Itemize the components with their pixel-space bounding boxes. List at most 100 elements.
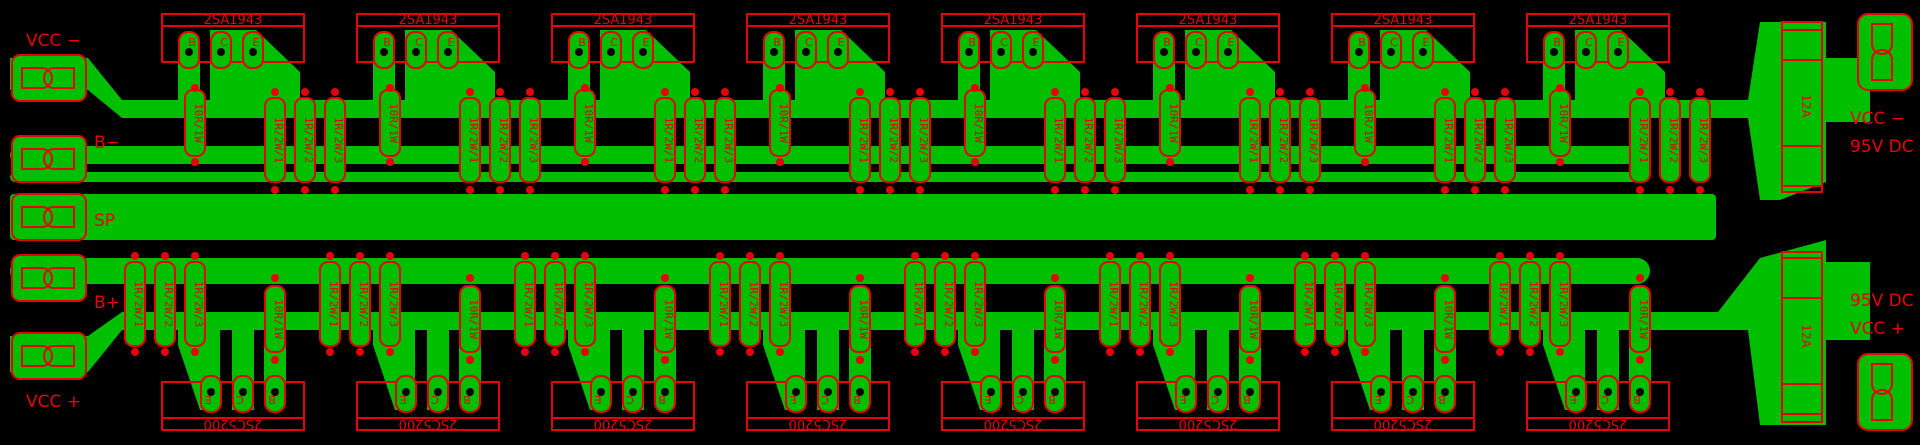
bottom-base-resistor [1434, 285, 1456, 353]
top-transistor-outline [1331, 13, 1475, 63]
bottom-emitter-resistor [904, 261, 926, 347]
bottom-pin-label: B [658, 393, 666, 406]
bottom-resistor-lead [1496, 252, 1504, 260]
top-resistor-lead [1501, 88, 1509, 96]
top-transistor-name: 2SA1943 [1569, 13, 1628, 28]
top-pin-drill [965, 48, 973, 56]
top-resistor-lead [1051, 186, 1059, 194]
bottom-resistor-lead [971, 348, 979, 356]
top-resistor-lead [526, 186, 534, 194]
bottom-resistor-lead [386, 348, 394, 356]
bottom-emitter-resistor [1294, 261, 1316, 347]
top-emitter-resistor-label: 1R/2W/2 [1472, 117, 1485, 163]
top-resistor-lead [1636, 186, 1644, 194]
top-pin-label: C [610, 36, 618, 49]
bottom-resistor-lead [131, 252, 139, 260]
bottom-base-lead [1441, 356, 1449, 364]
top-base-lead [1166, 84, 1174, 92]
top-pin-drill [1224, 48, 1232, 56]
top-emitter-resistor [879, 97, 901, 183]
top-resistor-lead [1246, 88, 1254, 96]
top-emitter-resistor-label: 1R/2W/1 [467, 117, 480, 163]
top-base-lead [971, 158, 979, 166]
top-resistor-lead [1636, 88, 1644, 96]
top-base-resistor-label: 10R/1W [387, 103, 400, 143]
bottom-pin-drill [1019, 388, 1027, 396]
bottom-emitter-resistor-label: 1R/2W/3 [1167, 281, 1180, 327]
top-pin-label: B [188, 36, 196, 49]
fuse-top [1781, 21, 1823, 193]
bottom-pin-drill [792, 388, 800, 396]
terminal-vcc-minus [11, 54, 87, 102]
bottom-pin-label: C [1016, 393, 1024, 406]
top-pin-label: B [1358, 36, 1366, 49]
bottom-base-lead [1246, 356, 1254, 364]
top-pin-drill [1582, 48, 1590, 56]
bottom-pin-drill [1409, 388, 1417, 396]
bottom-emitter-resistor [1549, 261, 1571, 347]
top-transistor-outline [1526, 13, 1670, 63]
bottom-pin-label: E [789, 393, 796, 406]
top-resistor-lead [856, 186, 864, 194]
top-emitter-resistor [1104, 97, 1126, 183]
bottom-emitter-resistor [1159, 261, 1181, 347]
bottom-emitter-resistor-label: 1R/2W/2 [162, 281, 175, 327]
bottom-pin-label: B [1438, 393, 1446, 406]
top-resistor-lead [1276, 186, 1284, 194]
bottom-base-resistor [264, 285, 286, 353]
bottom-pin-label: B [1633, 393, 1641, 406]
bottom-pin-drill [987, 388, 995, 396]
label-b-minus: B− [94, 133, 120, 153]
top-emitter-resistor [1074, 97, 1096, 183]
bottom-resistor-lead [911, 348, 919, 356]
bottom-emitter-resistor-label: 1R/2W/2 [1137, 281, 1150, 327]
top-pin-drill [412, 48, 420, 56]
bottom-emitter-resistor [1099, 261, 1121, 347]
bottom-base-lead [1441, 274, 1449, 282]
top-pin-label: C [220, 36, 228, 49]
bottom-pin-label: C [236, 393, 244, 406]
bottom-resistor-lead [551, 252, 559, 260]
bottom-resistor-lead [326, 348, 334, 356]
label-fuse-bottom: 12A [1799, 324, 1813, 348]
bottom-resistor-lead [1556, 348, 1564, 356]
bottom-pin-drill [597, 388, 605, 396]
bottom-transistor-name: 2SC5200 [1179, 416, 1238, 431]
top-emitter-resistor [1689, 97, 1711, 183]
bottom-base-lead [466, 274, 474, 282]
top-pin-label: C [1390, 36, 1398, 49]
top-resistor-lead [916, 88, 924, 96]
top-emitter-resistor-label: 1R/2W/3 [332, 117, 345, 163]
top-resistor-lead [661, 88, 669, 96]
bottom-emitter-resistor [379, 261, 401, 347]
top-resistor-lead [1696, 88, 1704, 96]
bottom-emitter-resistor-label: 1R/2W/2 [942, 281, 955, 327]
bottom-resistor-lead [386, 252, 394, 260]
bottom-base-resistor [459, 285, 481, 353]
bottom-pin-drill [1182, 388, 1190, 396]
top-pin-drill [802, 48, 810, 56]
bottom-pin-label: E [1179, 393, 1186, 406]
bottom-emitter-resistor-label: 1R/2W/2 [1332, 281, 1345, 327]
bottom-pin-drill [1051, 388, 1059, 396]
top-base-resistor-label: 10R/1W [192, 103, 205, 143]
top-emitter-resistor [1299, 97, 1321, 183]
bottom-resistor-lead [1136, 348, 1144, 356]
top-pin-drill [575, 48, 583, 56]
bottom-emitter-resistor-label: 1R/2W/1 [132, 281, 145, 327]
top-pin-drill [380, 48, 388, 56]
top-emitter-resistor-label: 1R/2W/1 [1637, 117, 1650, 163]
bottom-pin-drill [661, 388, 669, 396]
top-emitter-resistor-label: 1R/2W/1 [1247, 117, 1260, 163]
bottom-pin-drill [629, 388, 637, 396]
bottom-pin-label: C [1211, 393, 1219, 406]
bottom-resistor-lead [1106, 252, 1114, 260]
top-base-resistor-label: 10R/1W [1167, 103, 1180, 143]
bottom-resistor-lead [521, 252, 529, 260]
bottom-pin-label: B [1243, 393, 1251, 406]
top-emitter-resistor [1239, 97, 1261, 183]
